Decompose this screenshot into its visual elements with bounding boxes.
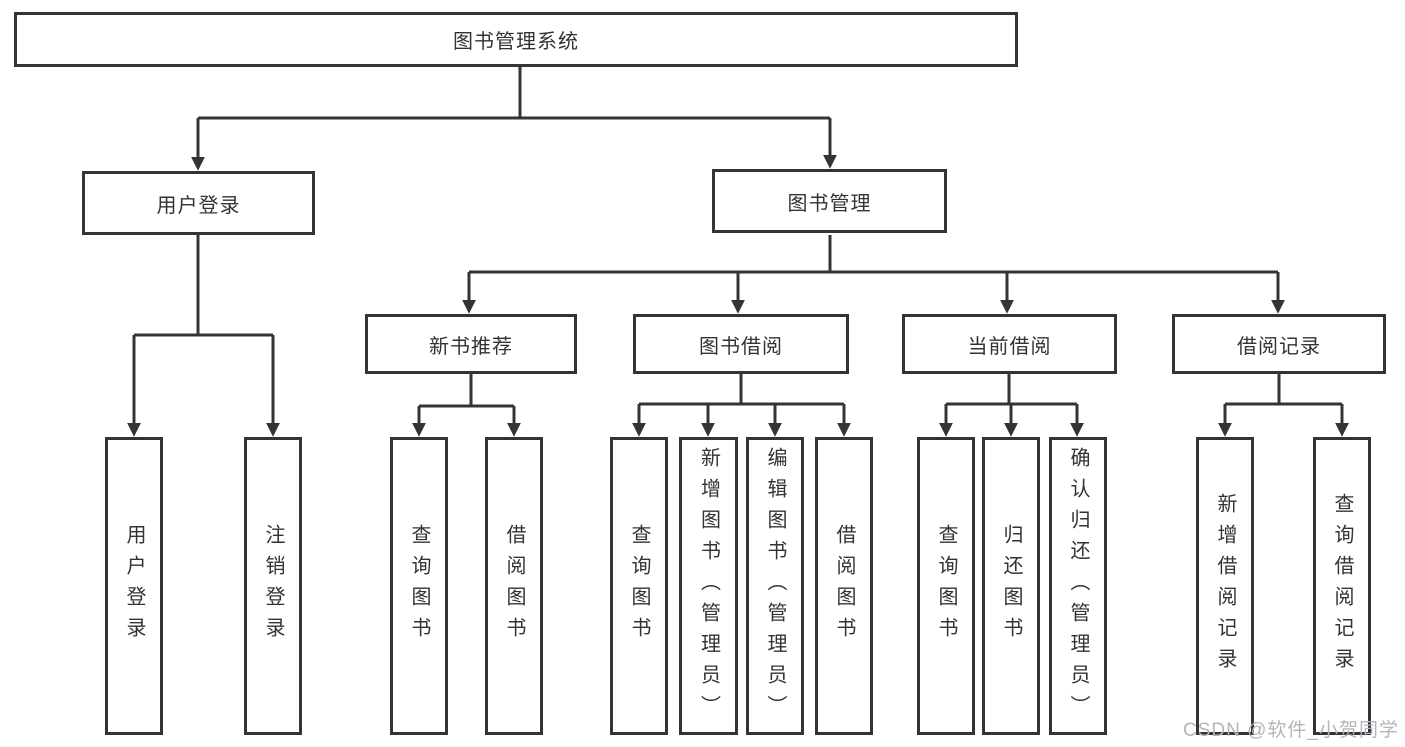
leaf-borrow-books-borrow: 借阅图书	[815, 437, 873, 735]
leaf-user-login: 用户登录	[105, 437, 163, 735]
leaf-borrow-books-newbook: 借阅图书	[485, 437, 543, 735]
node-borrow-records: 借阅记录	[1172, 314, 1386, 374]
leaf-query-books-current: 查询图书	[917, 437, 975, 735]
node-current-borrow: 当前借阅	[902, 314, 1117, 374]
leaf-query-borrow-record: 查询借阅记录	[1313, 437, 1371, 735]
leaf-query-books-borrow: 查询图书	[610, 437, 668, 735]
leaf-add-borrow-record: 新增借阅记录	[1196, 437, 1254, 735]
leaf-logout: 注销登录	[244, 437, 302, 735]
node-book-borrow: 图书借阅	[633, 314, 849, 374]
node-user-login: 用户登录	[82, 171, 315, 235]
leaf-edit-book-admin: 编辑图书（管理员）	[746, 437, 804, 735]
leaf-return-books: 归还图书	[982, 437, 1040, 735]
node-book-management: 图书管理	[712, 169, 947, 233]
leaf-confirm-return-admin: 确认归还（管理员）	[1049, 437, 1107, 735]
leaf-query-books-newbook: 查询图书	[390, 437, 448, 735]
node-new-book-recommend: 新书推荐	[365, 314, 577, 374]
csdn-watermark: CSDN @软件_小贺同学	[1183, 720, 1399, 741]
node-root: 图书管理系统	[14, 12, 1018, 67]
leaf-add-book-admin: 新增图书（管理员）	[679, 437, 738, 735]
